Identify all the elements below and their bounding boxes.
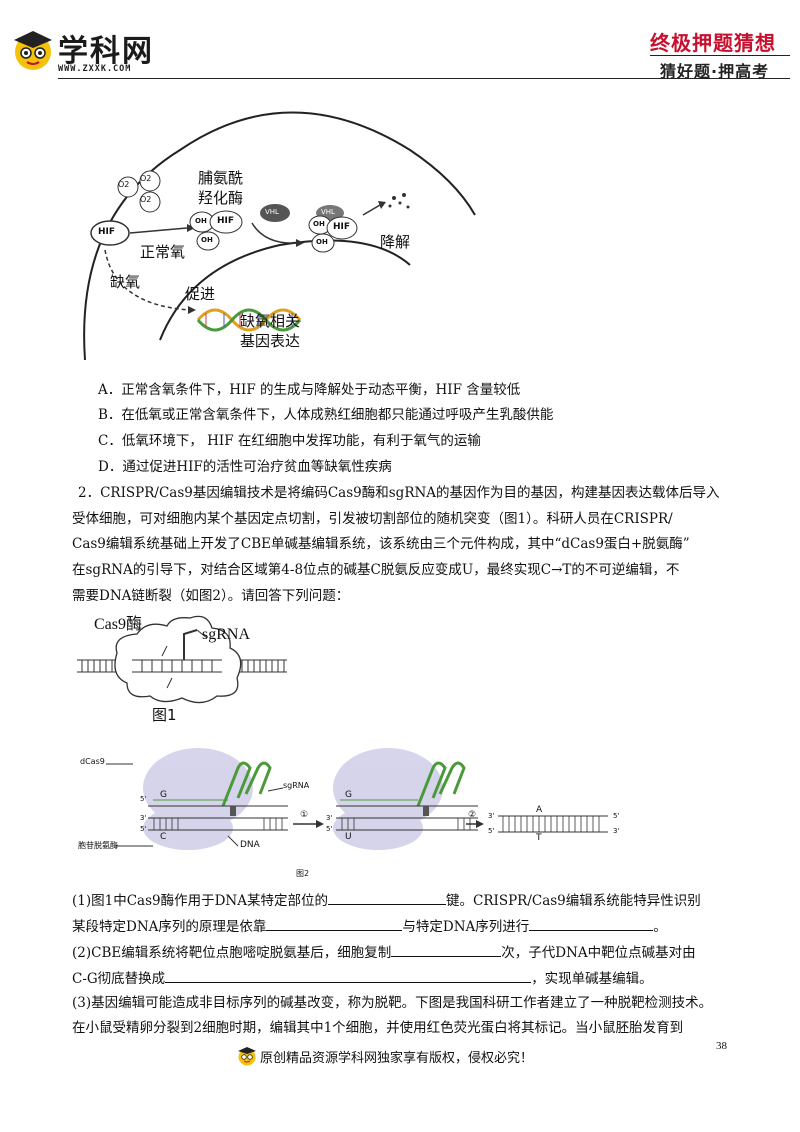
subquestion-3-line2: 在小鼠受精卵分裂到2细胞时期，编辑其中1个细胞，并使用红色荧光蛋白将其标记。当小… bbox=[72, 1020, 684, 1036]
text-segment: 与特定DNA序列进行 bbox=[402, 919, 530, 935]
normal-oxygen-label: 正常氧 bbox=[140, 243, 186, 261]
dna-helix-icon bbox=[196, 308, 302, 332]
answer-blank[interactable] bbox=[529, 916, 654, 931]
cas9-enzyme-shape bbox=[114, 615, 242, 704]
step-1-label: ① bbox=[300, 810, 309, 820]
sgrna-label: sgRNA bbox=[202, 626, 251, 643]
o2-label: O2 bbox=[140, 195, 152, 204]
subquestion-1-line1: (1)图1中Cas9酶作用于DNA某特定部位的 键。CRISPR/Cas9编辑系统… bbox=[72, 890, 701, 910]
g-label: G bbox=[345, 790, 352, 800]
gene-expression-label: 基因表达 bbox=[240, 332, 301, 350]
g-label: G bbox=[160, 790, 167, 800]
hif-label: HIF bbox=[98, 227, 116, 237]
option-c: C．低氧环境下， HIF 在红细胞中发挥功能，有利于氧气的运输 bbox=[98, 433, 481, 449]
answer-blank[interactable] bbox=[328, 890, 446, 905]
o2-label: O2 bbox=[140, 174, 152, 183]
dcas9-label: dCas9 bbox=[80, 757, 105, 766]
prime-label: 5' bbox=[326, 825, 333, 833]
u-label: U bbox=[345, 832, 352, 842]
option-d: D．通过促进HIF的活性可治疗贫血等缺氧性疾病 bbox=[98, 459, 392, 475]
step-2-label: ② bbox=[468, 810, 477, 820]
slogan-top: 终极押题猜想 bbox=[650, 31, 776, 55]
text-segment: (1)图1中Cas9酶作用于DNA某特定部位的 bbox=[72, 893, 328, 909]
text-segment: 某段特定DNA序列的原理是依靠 bbox=[72, 919, 267, 935]
logo-mascot-icon bbox=[14, 31, 52, 70]
cas9-label: Cas9酶 bbox=[94, 616, 143, 633]
header-rule bbox=[58, 78, 790, 80]
text-segment: 。 bbox=[653, 919, 667, 935]
text-segment: (2)CBE编辑系统将靶位点胞嘧啶脱氨基后，细胞复制 bbox=[72, 945, 392, 961]
enzyme-label: 羟化酶 bbox=[198, 189, 244, 207]
text-segment: C-G彻底替换成 bbox=[72, 971, 166, 987]
answer-blank[interactable] bbox=[165, 968, 532, 983]
prime-label: 5' bbox=[488, 827, 495, 835]
oh-label: OH bbox=[313, 220, 325, 228]
gene-expression-label: 缺氧相关 bbox=[240, 312, 301, 330]
enzyme-label: 脯氨酰 bbox=[198, 169, 244, 187]
hif-label: HIF bbox=[217, 216, 235, 226]
subquestion-2-line1: (2)CBE编辑系统将靶位点胞嘧啶脱氨基后，细胞复制 次，子代DNA中靶位点碱基对… bbox=[72, 942, 696, 962]
o2-molecules bbox=[117, 170, 161, 213]
vhl-label: VHL bbox=[321, 208, 335, 216]
prime-label: 3' bbox=[613, 827, 620, 835]
prime-label: 5' bbox=[140, 825, 147, 833]
a-label: A bbox=[536, 805, 543, 815]
dcas9-protein-blob bbox=[143, 748, 443, 850]
slogan-bottom: 猜好题·押高考 bbox=[660, 62, 770, 81]
text-segment: 键。CRISPR/Cas9编辑系统能特异性识别 bbox=[446, 893, 701, 909]
t-label: T bbox=[536, 833, 542, 843]
figure-1-caption: 图1 bbox=[152, 706, 177, 724]
header: 学科网 WWW.ZXXK.COM 终极押题猜想 猜好题·押高考 bbox=[0, 0, 800, 81]
o2-label: O2 bbox=[118, 180, 130, 189]
vhl-label: VHL bbox=[265, 208, 279, 216]
question2-line: 需要DNA链断裂（如图2）。请回答下列问题： bbox=[72, 588, 350, 604]
promote-label: 促进 bbox=[185, 285, 216, 303]
figure-2: dCas9 sgRNA 胞苷脱氨酶 DNA G C G U A T 5' 3' … bbox=[78, 728, 638, 880]
degrade-label: 降解 bbox=[380, 233, 411, 251]
text-segment: ，实现单碱基编辑。 bbox=[531, 971, 653, 987]
text-segment: 次，子代DNA中靶位点碱基对由 bbox=[501, 945, 696, 961]
hif-label: HIF bbox=[333, 222, 351, 232]
question2-line: Cas9编辑系统基础上开发了CBE单碱基编辑系统，该系统由三个元件构成，其中“d… bbox=[72, 536, 690, 552]
prime-label: 3' bbox=[140, 814, 147, 822]
option-a: A．正常含氧条件下，HIF 的生成与降解处于动态平衡，HIF 含量较低 bbox=[98, 382, 521, 398]
subquestion-1-line2: 某段特定DNA序列的原理是依靠 与特定DNA序列进行 。 bbox=[72, 916, 667, 936]
footer-copyright: 原创精品资源学科网独家享有版权，侵权必究！ bbox=[260, 1051, 534, 1066]
answer-blank[interactable] bbox=[391, 942, 502, 957]
prime-label: 3' bbox=[326, 814, 333, 822]
logo-text: 学科网 bbox=[58, 34, 154, 69]
page-number: 38 bbox=[716, 1040, 727, 1052]
header-divider bbox=[650, 55, 790, 56]
fragments-icon bbox=[388, 193, 410, 209]
subquestion-3-line1: (3)基因编辑可能造成非目标序列的碱基改变，称为脱靶。下图是我国科研工作者建立了… bbox=[72, 995, 713, 1011]
figure-hif: O2 O2 O2 脯氨酰 羟化酶 HIF OH HIF OH VHL VHL O… bbox=[80, 95, 500, 360]
sgrna-label: sgRNA bbox=[283, 781, 310, 790]
subquestion-2-line2: C-G彻底替换成 ，实现单碱基编辑。 bbox=[72, 968, 653, 988]
question2-line: 在sgRNA的引导下，对结合区域第4-8位点的碱基C脱氨反应变成U，最终实现C→… bbox=[72, 562, 680, 578]
figure-1: Cas9酶 sgRNA 图1 bbox=[72, 608, 292, 724]
deaminase-label: 胞苷脱氨酶 bbox=[78, 841, 118, 850]
figure-2-caption: 图2 bbox=[296, 869, 310, 878]
question2-line: 2．CRISPR/Cas9基因编辑技术是将编码Cas9酶和sgRNA的基因作为目… bbox=[78, 485, 720, 501]
oh-label: OH bbox=[201, 236, 213, 244]
logo-url: WWW.ZXXK.COM bbox=[58, 64, 132, 74]
question2-line: 受体细胞，可对细胞内某个基因定点切割，引发被切割部位的随机突变（图1）。科研人员… bbox=[72, 511, 673, 527]
prime-label: 5' bbox=[140, 795, 147, 803]
oh-label: OH bbox=[316, 238, 328, 246]
prime-label: 5' bbox=[613, 812, 620, 820]
answer-blank[interactable] bbox=[266, 916, 403, 931]
footer-mascot-icon bbox=[238, 1047, 256, 1066]
dna-label: DNA bbox=[240, 840, 260, 850]
hypoxia-label: 缺氧 bbox=[110, 273, 141, 291]
oh-label: OH bbox=[195, 217, 207, 225]
option-b: B．在低氧或正常含氧条件下，人体成熟红细胞都只能通过呼吸产生乳酸供能 bbox=[98, 407, 554, 423]
prime-label: 3' bbox=[488, 812, 495, 820]
c-label: C bbox=[160, 832, 167, 842]
